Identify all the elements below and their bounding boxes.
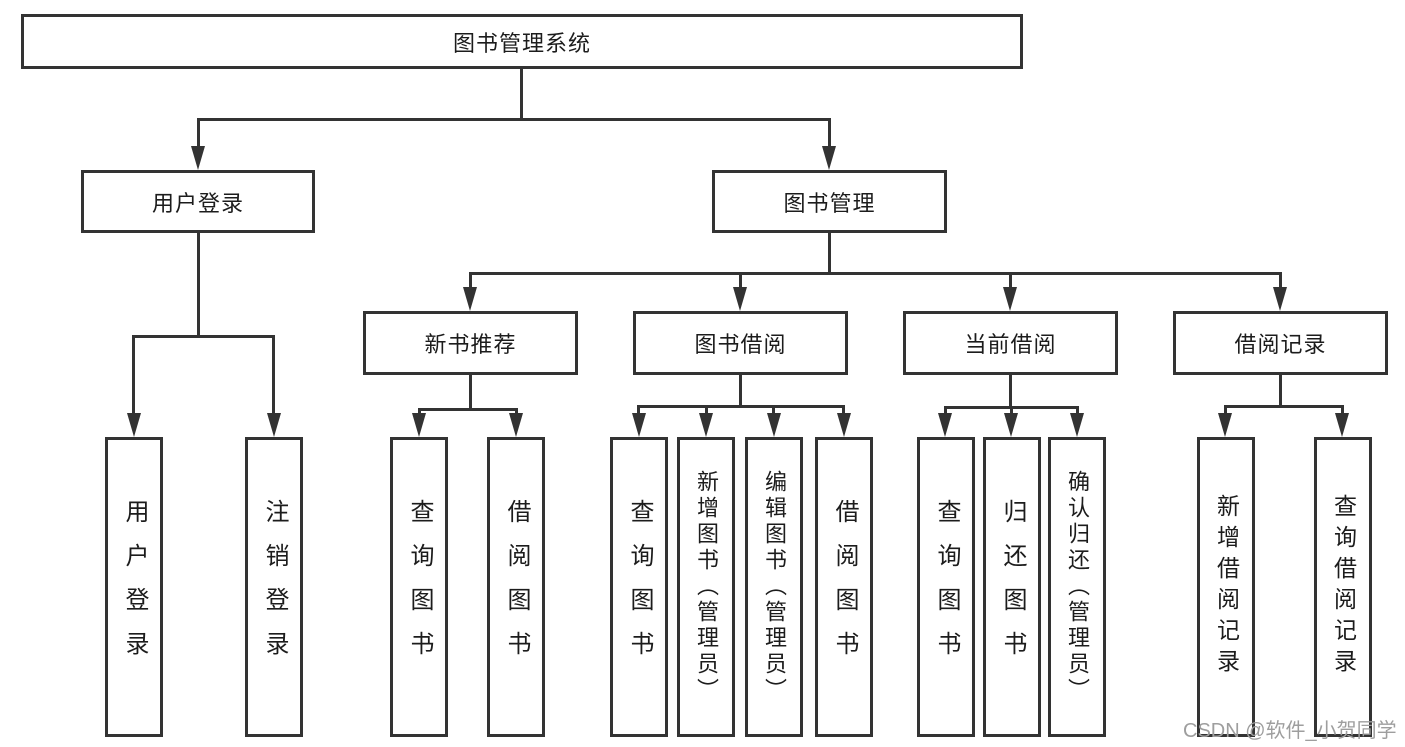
leaf-current-query-label: 查询图书 [933,499,960,675]
leaf-current-return: 归还图书 [983,437,1041,737]
node-root-label: 图书管理系统 [452,30,591,56]
leaf-current-return-label: 归还图书 [999,499,1026,675]
arrow-down-icon [938,413,952,437]
connector-line [1279,375,1282,405]
node-current-borrow-label: 当前借阅 [964,332,1057,357]
connector-line [197,118,200,150]
connector-line [132,335,135,416]
connector-line [705,405,708,416]
leaf-newbook-borrow-label: 借阅图书 [503,499,530,675]
connector-line [1279,272,1282,289]
leaf-record-query-label: 查询借阅记录 [1330,494,1357,680]
watermark: CSDN @软件_小贺同学 [1183,720,1397,742]
leaf-record-add-label: 新增借阅记录 [1213,494,1240,680]
leaf-newbook-query-label: 查询图书 [406,499,433,675]
connector-line [739,272,742,289]
connector-line [469,272,1282,275]
connector-line [1341,405,1344,416]
arrow-down-icon [509,413,523,437]
arrow-down-icon [1218,413,1232,437]
connector-line [520,69,523,118]
leaf-borrow-borrow: 借阅图书 [815,437,873,737]
leaf-borrow-edit-admin-label: 编辑图书（管理员） [762,470,787,704]
connector-line [197,118,831,121]
arrow-down-icon [1003,287,1017,311]
leaf-record-query: 查询借阅记录 [1314,437,1372,737]
node-user-login: 用户登录 [81,170,315,233]
connector-line [1009,272,1012,289]
connector-line [637,405,640,416]
node-borrow-record-label: 借阅记录 [1234,332,1327,357]
leaf-user-login: 用户登录 [105,437,163,737]
leaf-newbook-query: 查询图书 [390,437,448,737]
connector-line [1224,405,1227,416]
arrow-down-icon [1273,287,1287,311]
leaf-current-query: 查询图书 [917,437,975,737]
leaf-logout: 注销登录 [245,437,303,737]
arrow-down-icon [837,413,851,437]
connector-line [132,335,275,338]
arrow-down-icon [699,413,713,437]
connector-line [772,405,775,416]
leaf-current-confirm-admin-label: 确认归还（管理员） [1065,470,1090,704]
arrow-down-icon [412,413,426,437]
connector-line [197,233,200,335]
arrow-down-icon [267,413,281,437]
arrow-down-icon [463,287,477,311]
leaf-borrow-query-label: 查询图书 [626,499,653,675]
connector-line [1076,406,1079,416]
connector-line [1009,375,1012,406]
node-book-borrow: 图书借阅 [633,311,848,375]
arrow-down-icon [822,146,836,170]
arrow-down-icon [767,413,781,437]
arrow-down-icon [1335,413,1349,437]
leaf-logout-label: 注销登录 [261,499,288,675]
connector-line [272,335,275,416]
connector-line [1010,406,1013,416]
node-book-management: 图书管理 [712,170,947,233]
arrow-down-icon [191,146,205,170]
leaf-borrow-add-admin: 新增图书（管理员） [677,437,735,737]
connector-line [739,375,742,405]
connector-line [515,408,518,416]
connector-line [637,405,845,408]
arrow-down-icon [632,413,646,437]
connector-line [418,408,518,411]
leaf-record-add: 新增借阅记录 [1197,437,1255,737]
leaf-current-confirm-admin: 确认归还（管理员） [1048,437,1106,737]
connector-line [469,375,472,408]
node-user-login-label: 用户登录 [151,190,244,216]
leaf-borrow-edit-admin: 编辑图书（管理员） [745,437,803,737]
node-book-borrow-label: 图书借阅 [694,332,787,357]
leaf-user-login-label: 用户登录 [121,499,148,675]
connector-line [418,408,421,416]
connector-line [828,118,831,150]
connector-line [1224,405,1344,408]
connector-line [469,272,472,289]
node-book-management-label: 图书管理 [783,190,876,216]
node-root: 图书管理系统 [21,14,1023,69]
leaf-borrow-add-admin-label: 新增图书（管理员） [694,470,719,704]
node-borrow-record: 借阅记录 [1173,311,1388,375]
connector-line [828,233,831,272]
arrow-down-icon [1004,413,1018,437]
connector-line [842,405,845,416]
arrow-down-icon [733,287,747,311]
arrow-down-icon [127,413,141,437]
node-new-book-recommend-label: 新书推荐 [424,332,517,357]
node-current-borrow: 当前借阅 [903,311,1118,375]
arrow-down-icon [1070,413,1084,437]
node-new-book-recommend: 新书推荐 [363,311,578,375]
leaf-borrow-borrow-label: 借阅图书 [831,499,858,675]
leaf-borrow-query: 查询图书 [610,437,668,737]
leaf-newbook-borrow: 借阅图书 [487,437,545,737]
connector-line [944,406,947,416]
